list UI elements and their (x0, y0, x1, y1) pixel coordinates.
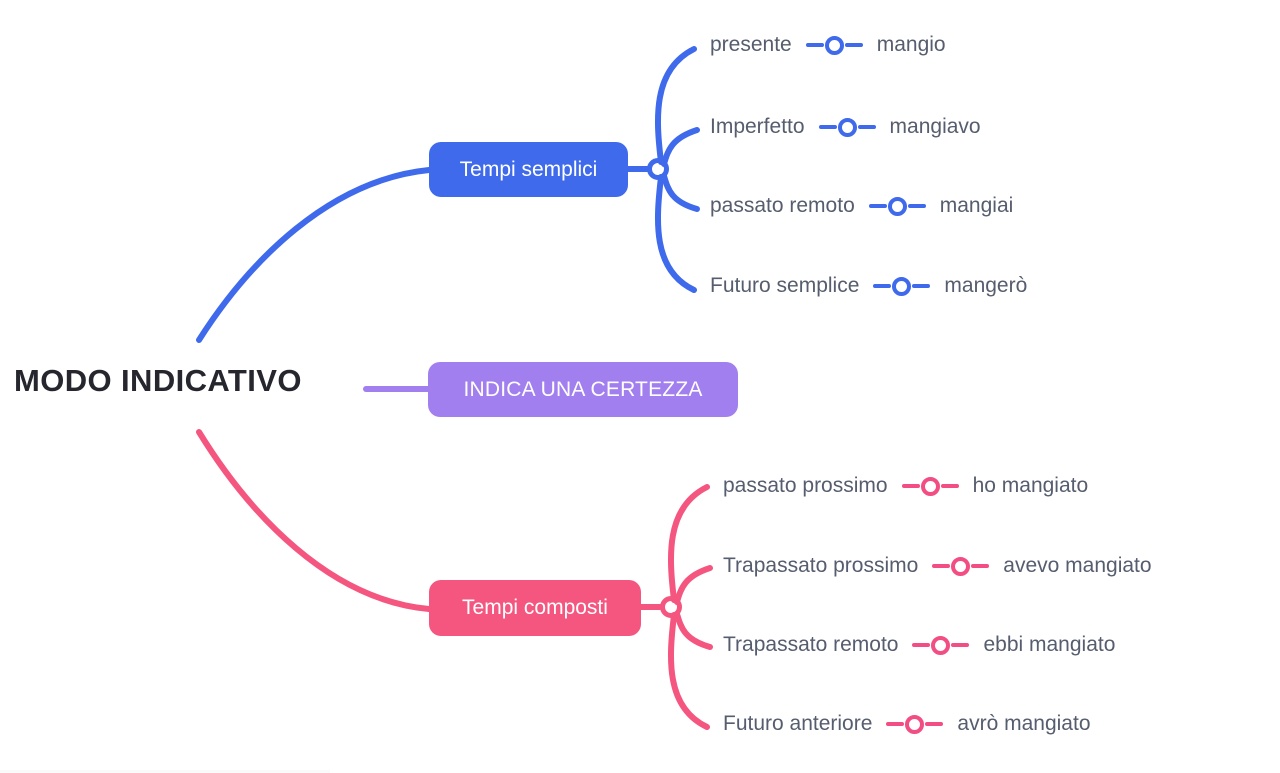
leaf-label: presente (710, 33, 792, 56)
leaf-row-presente[interactable]: presente mangio (710, 33, 946, 57)
wire-blue-leaf-2 (661, 127, 700, 167)
bottom-edge-divider (0, 770, 330, 773)
connector-bar-right (925, 722, 944, 726)
leaf-value: avevo mangiato (1003, 554, 1152, 577)
node-label: Tempi semplici (459, 157, 598, 181)
wire-pink-leaf-1 (668, 484, 710, 603)
leaf-row-trapassato-remoto[interactable]: Trapassato remoto ebbi mangiato (723, 633, 1115, 657)
leaf-label: Trapassato prossimo (723, 554, 919, 577)
wire-blue-leaf-1 (655, 46, 697, 165)
leaf-row-passato-remoto[interactable]: passato remoto mangiai (710, 194, 1013, 218)
connector-bar-left (901, 484, 920, 488)
connector-ring (905, 714, 925, 734)
connector-ring (824, 35, 844, 55)
connector-bar-left (932, 564, 951, 568)
connector-bar-left (886, 722, 905, 726)
wire-root-to-tempi-composti (196, 429, 432, 612)
leaf-value: mangio (876, 33, 946, 56)
connector-ring (920, 476, 940, 496)
connector-bar-left (805, 43, 824, 47)
line-ring-line-icon (886, 714, 944, 734)
line-ring-line-icon (901, 476, 959, 496)
connector-bar-right (912, 284, 931, 288)
connector-ring (837, 117, 857, 137)
hub-ring-icon-pink (660, 596, 682, 618)
node-indica-una-certezza[interactable]: INDICA UNA CERTEZZA (428, 362, 738, 417)
connector-bar-right (907, 204, 926, 208)
connector-bar-right (940, 484, 959, 488)
wire-pink-leaf-3 (674, 611, 713, 650)
wire-blue-leaf-3 (661, 173, 700, 212)
leaf-value: ho mangiato (972, 474, 1089, 497)
leaf-value: mangiavo (889, 115, 981, 138)
node-label: Tempi composti (462, 596, 608, 619)
node-label: INDICA UNA CERTEZZA (463, 377, 703, 401)
leaf-row-futuro-anteriore[interactable]: Futuro anteriore avrò mangiato (723, 712, 1091, 736)
hub-ring-icon-blue (647, 158, 669, 180)
connector-bar-left (868, 204, 887, 208)
wire-pink-leaf-2 (674, 565, 713, 605)
leaf-value: mangerò (944, 274, 1028, 297)
connector-bar-right (951, 643, 970, 647)
connector-bar-right (844, 43, 863, 47)
connector-ring (892, 276, 912, 296)
node-tempi-semplici[interactable]: Tempi semplici (429, 142, 628, 197)
leaf-value: mangiai (939, 194, 1014, 217)
leaf-value: avrò mangiato (957, 712, 1091, 735)
leaf-label: Futuro anteriore (723, 712, 873, 735)
leaf-row-trapassato-prossimo[interactable]: Trapassato prossimo avevo mangiato (723, 554, 1152, 578)
connector-bar-left (873, 284, 892, 288)
line-ring-line-icon (932, 556, 990, 576)
wire-blue-leaf-4 (655, 174, 697, 293)
leaf-row-passato-prossimo[interactable]: passato prossimo ho mangiato (723, 474, 1088, 498)
line-ring-line-icon (873, 276, 931, 296)
page-title: MODO INDICATIVO (14, 363, 302, 398)
connector-bar-right (857, 125, 876, 129)
leaf-label: Imperfetto (710, 115, 805, 138)
connector-ring (951, 556, 971, 576)
line-ring-line-icon (805, 35, 863, 55)
leaf-value: ebbi mangiato (983, 633, 1116, 656)
connector-bar-left (912, 643, 931, 647)
connector-bar-right (971, 564, 990, 568)
leaf-label: passato prossimo (723, 474, 888, 497)
leaf-row-imperfetto[interactable]: Imperfetto mangiavo (710, 115, 981, 139)
line-ring-line-icon (868, 196, 926, 216)
leaf-label: passato remoto (710, 194, 855, 217)
connector-ring (931, 635, 951, 655)
connector-bar-left (818, 125, 837, 129)
leaf-label: Futuro semplice (710, 274, 860, 297)
wire-pink-leaf-4 (668, 612, 710, 730)
leaf-label: Trapassato remoto (723, 633, 899, 656)
node-tempi-composti[interactable]: Tempi composti (429, 580, 641, 636)
connector-ring (887, 196, 907, 216)
wire-root-to-tempi-semplici (196, 167, 432, 343)
leaf-row-futuro-semplice[interactable]: Futuro semplice mangerò (710, 274, 1027, 298)
line-ring-line-icon (818, 117, 876, 137)
line-ring-line-icon (912, 635, 970, 655)
